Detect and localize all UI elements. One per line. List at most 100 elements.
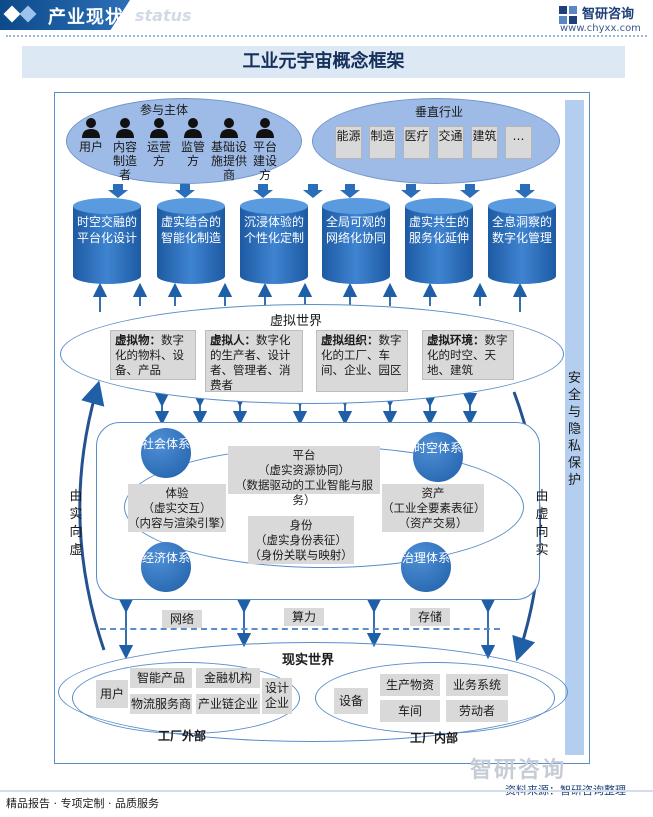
participant-label: 平台建设方 [252, 140, 277, 182]
card-line: （虚实身份表征） [255, 533, 347, 547]
virtual-card-object: 虚拟物：数字化的物料、设备、产品 [110, 330, 196, 380]
brand-logo-icon [559, 6, 577, 24]
virtual-card-text: 数字化的时空、天地、建筑 [427, 333, 508, 377]
virtual-card-environment: 虚拟环境：数字化的时空、天地、建筑 [422, 330, 514, 380]
factory-outside-ellipse [72, 662, 300, 734]
network-label: 网络 [162, 610, 202, 628]
outside-item: 产业链企业 [196, 694, 260, 714]
person-icon [150, 118, 168, 138]
dashed-divider [100, 628, 500, 630]
economic-system-circle: 经济体系 [141, 542, 191, 592]
cylinder-label: 沉浸体验的个性化定制 [243, 215, 304, 245]
participants-ellipse [66, 98, 302, 184]
card-line: （资产交易） [398, 516, 468, 530]
factory-outside-label: 工厂外部 [158, 729, 207, 743]
card-line: （身份关联与映射） [249, 548, 353, 562]
industry-box: … [505, 126, 532, 159]
participant-label: 用户 [78, 140, 103, 154]
participant-user: 用户 [74, 116, 108, 154]
participant-operator: 运营方 [142, 116, 176, 168]
card-title: 资产 [421, 486, 445, 500]
factory-inside-label: 工厂内部 [410, 731, 459, 745]
real-to-virtual-label: 由实向虚 [69, 489, 83, 558]
vertical-industries-title: 垂直行业 [415, 105, 464, 119]
real-world-title: 现实世界 [282, 653, 335, 668]
card-title: 身份 [289, 518, 313, 532]
participant-platform-builder: 平台建设方 [248, 116, 282, 182]
virtual-world-title: 虚拟世界 [270, 314, 323, 329]
inside-item: 业务系统 [446, 674, 508, 696]
participant-label: 运营方 [146, 140, 171, 168]
outside-item: 设计企业 [262, 678, 292, 714]
storage-label: 存储 [410, 608, 450, 626]
person-icon [184, 118, 202, 138]
outside-item: 用户 [96, 680, 128, 708]
industry-box: 能源 [335, 126, 362, 159]
person-icon [116, 118, 134, 138]
outside-item: 金融机构 [196, 668, 260, 688]
participant-content-maker: 内容制造者 [108, 116, 142, 182]
participant-label: 基础设施提供商 [210, 140, 247, 182]
asset-card: 资产 （工业全要素表征） （资产交易） [382, 484, 486, 532]
cylinder-label: 虚实共生的服务化延伸 [408, 215, 469, 245]
person-icon [256, 118, 274, 138]
spacetime-system-circle: 时空体系 [413, 432, 463, 482]
participant-label: 内容制造者 [112, 140, 137, 182]
outside-item: 智能产品 [130, 668, 192, 688]
virtual-card-text: 数字化的生产者、设计者、管理者、消费者 [210, 333, 291, 392]
governance-system-circle: 治理体系 [401, 542, 451, 592]
industry-box: 制造 [369, 126, 396, 159]
inside-item: 设备 [334, 688, 368, 714]
cylinder-label: 全息洞察的数字化管理 [491, 215, 552, 245]
factory-inside-ellipse [315, 662, 555, 734]
social-system-circle: 社会体系 [141, 428, 191, 478]
header-title: 产业现状 [48, 7, 124, 28]
footer-slogan: 精品报告 · 专项定制 · 品质服务 [6, 797, 159, 810]
virtual-card-heading: 虚拟人： [210, 333, 256, 347]
compute-label: 算力 [284, 608, 324, 626]
inside-item: 生产物资 [380, 674, 440, 696]
brand-url: www.chyxx.com [560, 23, 641, 34]
header: 产业现状 status 智研咨询 www.chyxx.com [0, 0, 653, 37]
inside-item: 车间 [380, 700, 440, 722]
participants-title: 参与主体 [140, 103, 189, 117]
industry-box: 医疗 [403, 126, 430, 159]
virtual-card-heading: 虚拟环境： [427, 333, 485, 347]
virtual-card-text: 数字化的工厂、车间、企业、园区 [321, 333, 402, 377]
header-divider [6, 35, 647, 37]
card-title: 平台 [292, 448, 316, 462]
watermark: 智研咨询 [470, 758, 567, 783]
cylinder-label: 时空交融的平台化设计 [76, 215, 137, 245]
experience-card: 体验 （虚实交互） （内容与渲染引擎） [128, 484, 232, 532]
security-label: 安全与隐私保护 [567, 371, 581, 488]
virtual-card-person: 虚拟人：数字化的生产者、设计者、管理者、消费者 [205, 330, 303, 392]
cylinder-label: 全局可观的网络化协同 [325, 215, 386, 245]
inside-item: 劳动者 [446, 700, 508, 722]
outside-item: 物流服务商 [130, 694, 192, 714]
virtual-card-text: 数字化的物料、设备、产品 [115, 333, 184, 377]
diagram-title: 工业元宇宙概念框架 [22, 46, 625, 78]
real-world-ellipse [58, 642, 568, 742]
virtual-card-heading: 虚拟物： [115, 333, 161, 347]
card-line: （数据驱动的工业智能与服务） [235, 478, 373, 507]
virtual-card-organization: 虚拟组织：数字化的工厂、车间、企业、园区 [316, 330, 408, 392]
platform-card: 平台 （虚实资源协同） （数据驱动的工业智能与服务） [228, 446, 380, 507]
card-line: （内容与渲染引擎） [128, 516, 232, 530]
virtual-card-heading: 虚拟组织： [321, 333, 379, 347]
participant-infrastructure: 基础设施提供商 [210, 116, 248, 182]
header-subtitle: status [135, 6, 192, 25]
person-icon [220, 118, 238, 138]
security-bar [565, 100, 584, 755]
card-line: （虚实交互） [142, 501, 212, 515]
identity-card: 身份 （虚实身份表征） （身份关联与映射） [248, 516, 354, 564]
participant-label: 监管方 [180, 140, 205, 168]
card-title: 体验 [165, 486, 189, 500]
participant-regulator: 监管方 [176, 116, 210, 168]
virtual-to-real-label: 由虚向实 [535, 489, 549, 558]
person-icon [82, 118, 100, 138]
cylinder-label: 虚实结合的智能化制造 [160, 215, 221, 245]
card-line: （虚实资源协同） [258, 463, 350, 477]
brand-name: 智研咨询 [582, 7, 635, 22]
industry-box: 交通 [437, 126, 464, 159]
footer-divider [0, 790, 653, 792]
